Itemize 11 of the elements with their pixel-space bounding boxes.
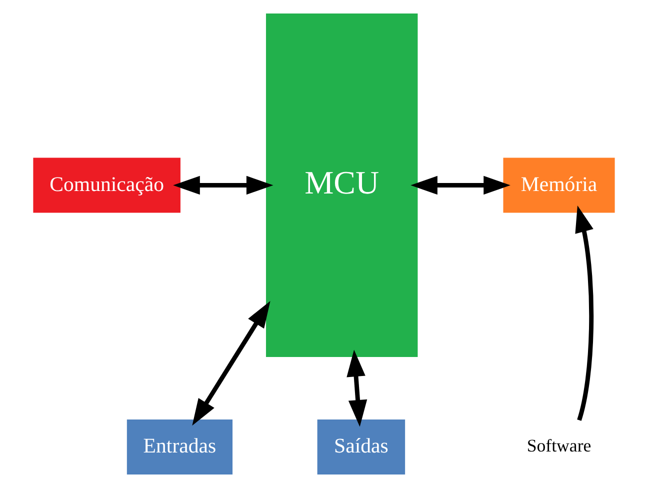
node-box: MCU xyxy=(266,13,418,358)
node-box: Comunicação xyxy=(32,158,180,213)
node-text: Software xyxy=(526,436,591,456)
arrow xyxy=(192,300,270,426)
node-box: Memória xyxy=(502,158,614,213)
arrow xyxy=(574,206,594,421)
node-box: Entradas xyxy=(126,420,232,475)
arrow xyxy=(346,350,367,427)
arrow xyxy=(172,176,273,195)
arrow xyxy=(410,176,510,195)
node-box: Saídas xyxy=(316,420,405,475)
